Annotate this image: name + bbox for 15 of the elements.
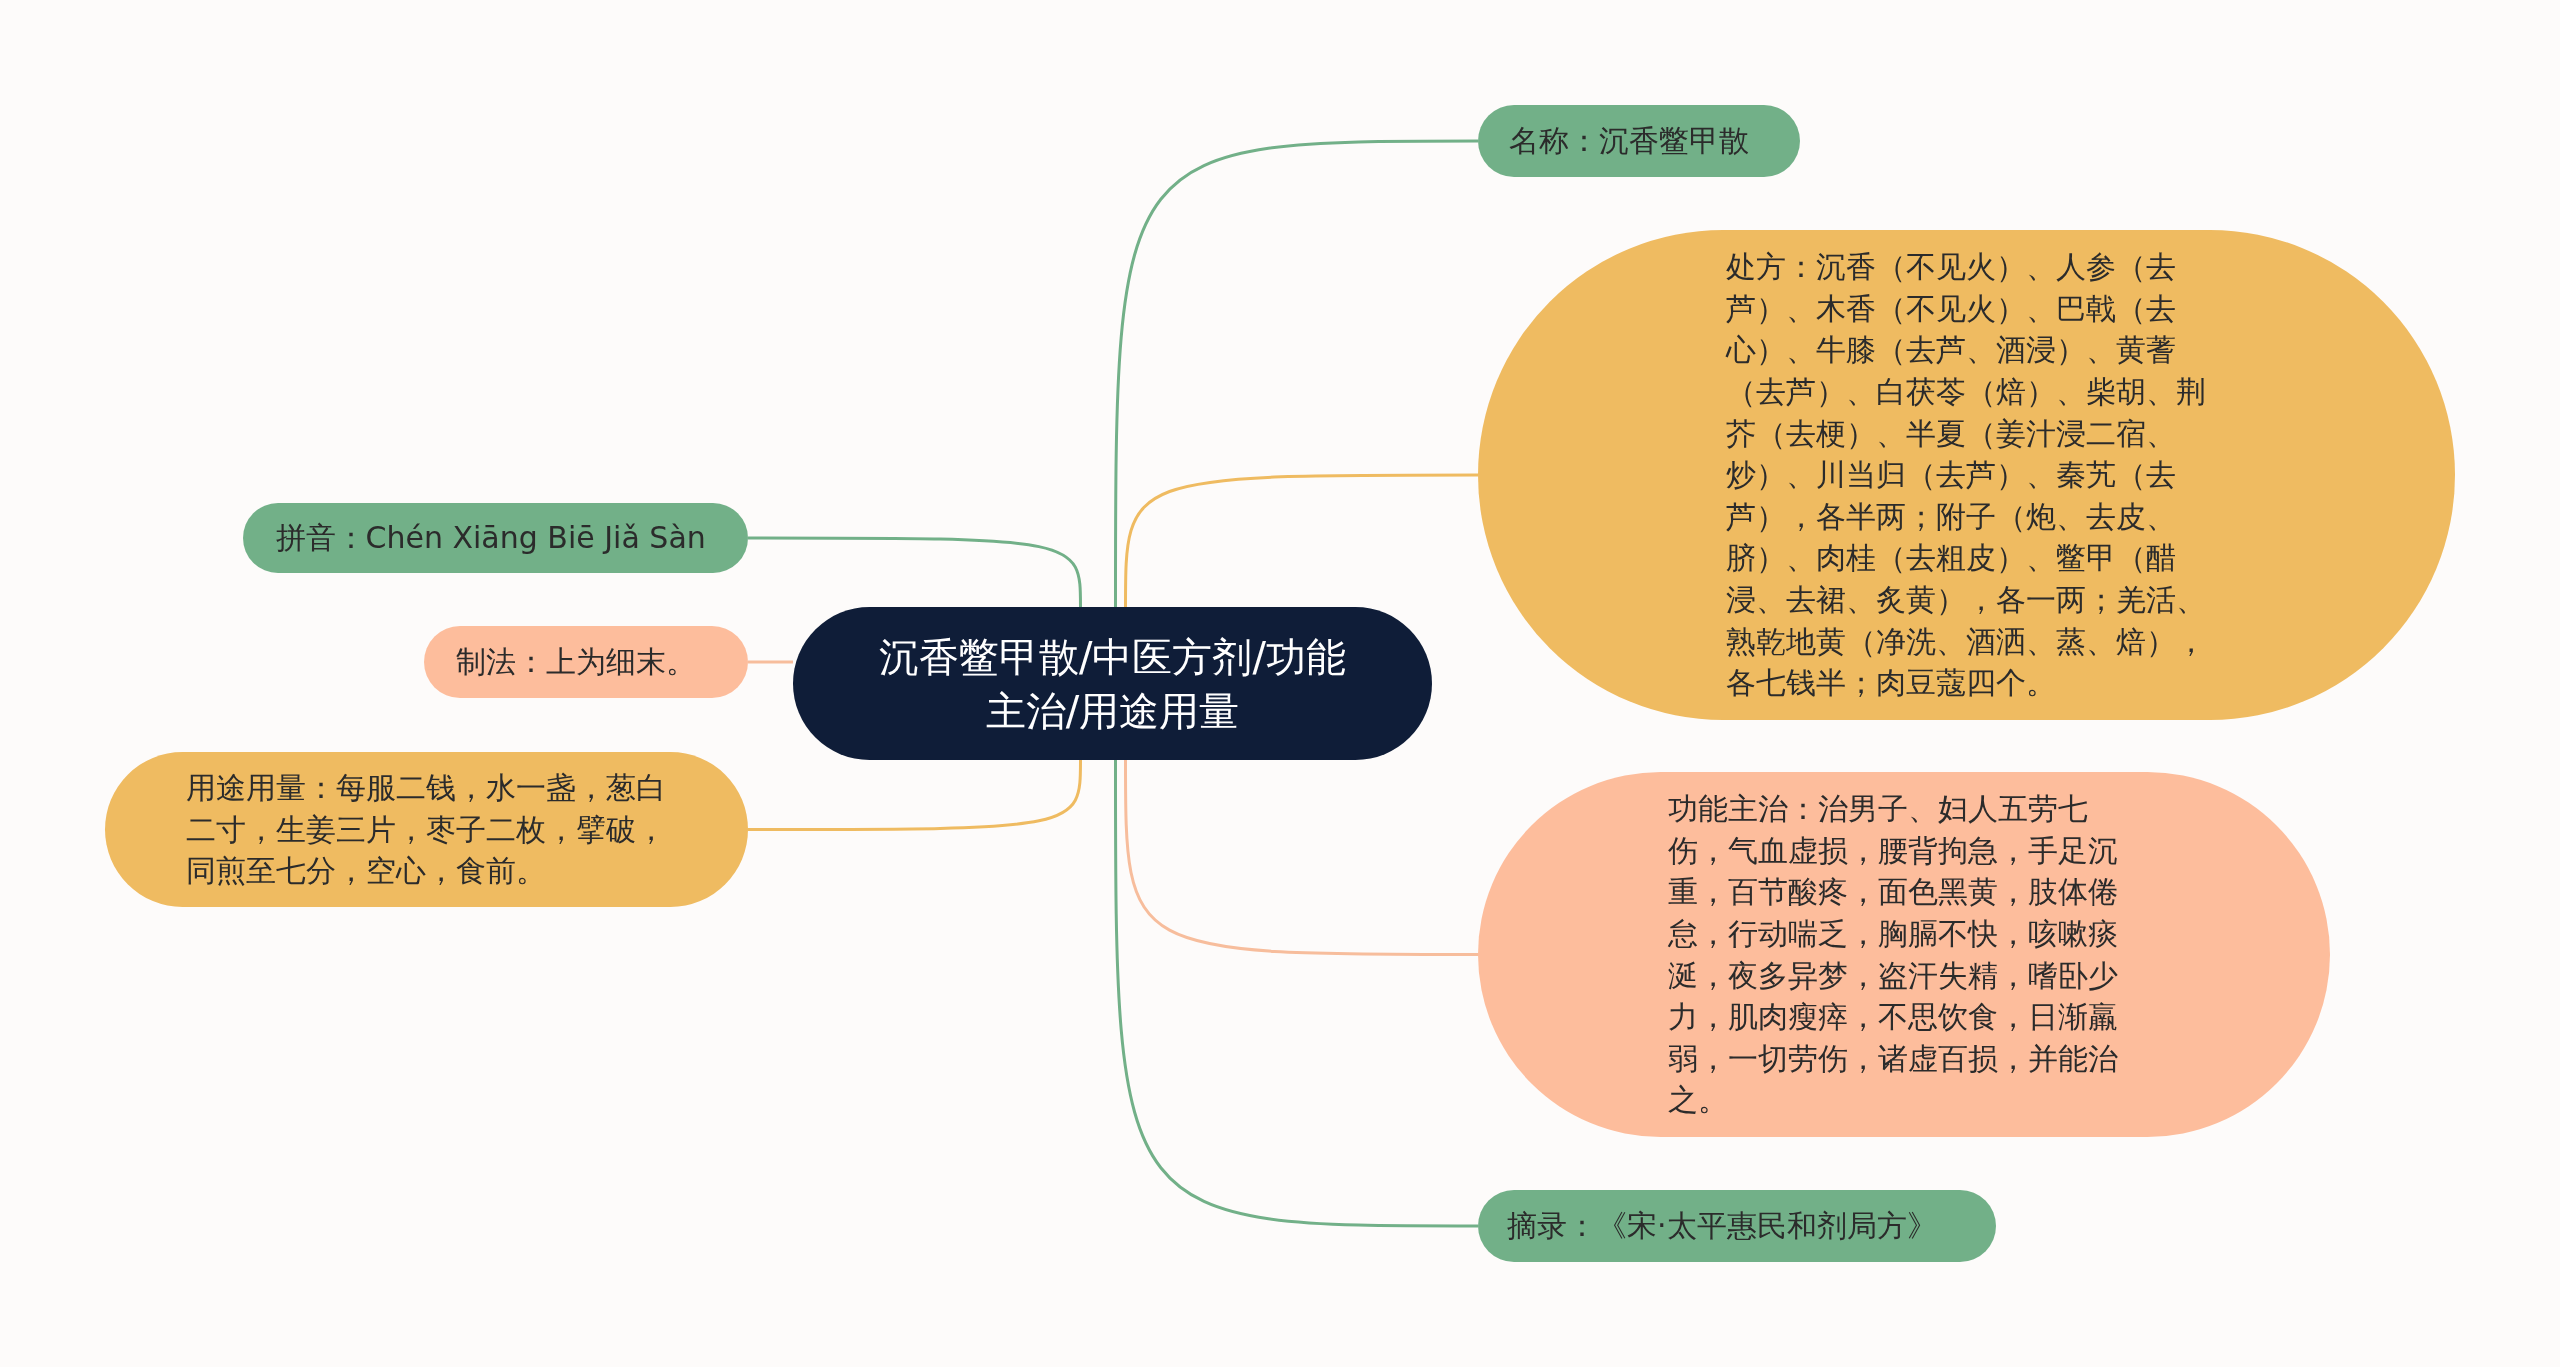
connector <box>1124 473 1478 607</box>
connector <box>1124 760 1478 956</box>
topic-text: 用途用量：每服二钱，水一盏，葱白二寸，生姜三片，枣子二枚，擘破，同煎至七分，空心，食前。 <box>185 769 667 891</box>
connector <box>748 660 793 664</box>
topic-text: 名称：沉香鳖甲散 <box>1509 122 1750 160</box>
topic-text: 拼音：Chén Xiāng Biē Jiǎ Sàn <box>275 519 707 557</box>
topic-text: 沉香鳖甲散/中医方剂/功能主治/用途用量 <box>878 632 1347 736</box>
connector <box>748 760 1082 831</box>
connector <box>1114 139 1478 607</box>
topic-text: 处方：沉香（不见火）、人参（去芦）、木香（不见火）、巴戟（去心）、牛膝（去芦、酒浸）、黄蓍（去芦）、白茯苓（焙）、柴胡、荆芥（去梗）、半夏（姜汁浸二宿、炒）、川当归（去芦）、秦艽（去芦），各半两；附子（炮、去皮、脐）、肉桂（去粗皮）、鳖甲（醋浸、去裙、炙黄），各一两；羌活、熟乾地黄（净洗、酒洒、蒸、焙），各七钱半；肉豆蔻四个。 <box>1725 248 2207 703</box>
topic-text: 摘录：《宋·太平惠民和剂局方》 <box>1507 1207 1938 1245</box>
topic-text: 功能主治：治男子、妇人五劳七伤，气血虚损，腰背拘急，手足沉重，百节酸疼，面色黑黄，肢体倦怠，行动喘乏，胸膈不快，咳嗽痰涎，夜多异梦，盗汗失精，嗜卧少力，肌肉瘦瘁，不思饮食，日渐羸弱，一切劳伤，诸虚百损，并能治之。 <box>1668 790 2119 1120</box>
connector <box>1114 760 1478 1228</box>
connector <box>748 536 1082 607</box>
topic-text: 制法：上为细末。 <box>456 643 697 681</box>
